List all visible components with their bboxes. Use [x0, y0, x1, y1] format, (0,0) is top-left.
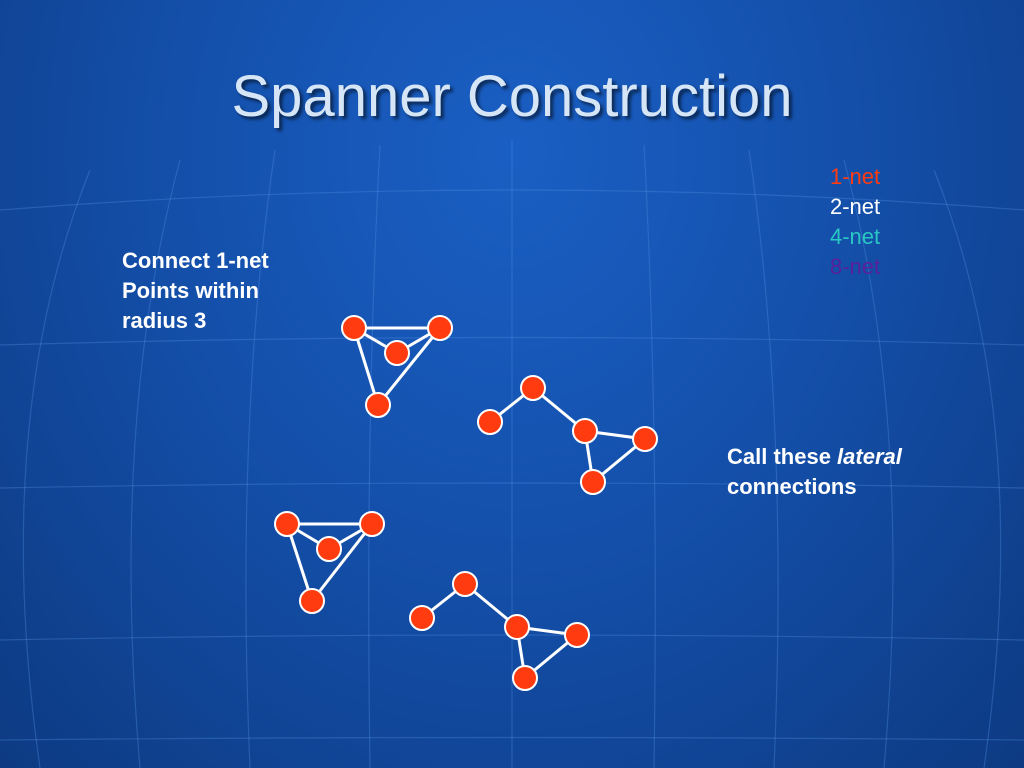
- net-point-node: [520, 375, 546, 401]
- note-line: radius 3: [122, 308, 207, 333]
- legend-item-8-net: 8-net: [830, 254, 881, 279]
- net-point-node: [365, 392, 391, 418]
- net-point-node: [512, 665, 538, 691]
- note-line: Call these lateral: [727, 442, 1007, 472]
- graph-edge: [376, 327, 442, 406]
- net-point-node: [564, 622, 590, 648]
- note-connect-points: Connect 1-net Points within radius 3: [122, 246, 362, 336]
- net-point-node: [427, 315, 453, 341]
- legend-item-4-net: 4-net: [830, 224, 881, 249]
- net-point-node: [477, 409, 503, 435]
- net-point-node: [632, 426, 658, 452]
- note-emphasis: lateral: [837, 444, 902, 469]
- net-point-node: [341, 315, 367, 341]
- slide-title: Spanner Construction: [231, 64, 793, 129]
- graph-edge: [285, 523, 314, 602]
- note-lateral-connections: Call these lateral connections: [727, 442, 1007, 502]
- edges-layer: [285, 326, 646, 680]
- net-point-node: [572, 418, 598, 444]
- legend-item-1-net: 1-net: [830, 164, 881, 189]
- nodes-layer: [274, 315, 658, 691]
- graph-edge: [310, 523, 374, 602]
- net-point-node: [274, 511, 300, 537]
- net-point-node: [316, 536, 342, 562]
- net-point-node: [359, 511, 385, 537]
- net-point-node: [299, 588, 325, 614]
- note-text: Call these: [727, 444, 838, 469]
- note-line: Points within: [122, 278, 259, 303]
- graph-edge: [352, 327, 380, 406]
- net-point-node: [384, 340, 410, 366]
- net-point-node: [452, 571, 478, 597]
- legend: 1-net 2-net 4-net 8-net: [830, 162, 880, 282]
- note-line: connections: [727, 474, 857, 499]
- net-point-node: [504, 614, 530, 640]
- net-point-node: [409, 605, 435, 631]
- legend-item-2-net: 2-net: [830, 194, 881, 219]
- note-line: Connect 1-net: [122, 248, 269, 273]
- net-point-node: [580, 469, 606, 495]
